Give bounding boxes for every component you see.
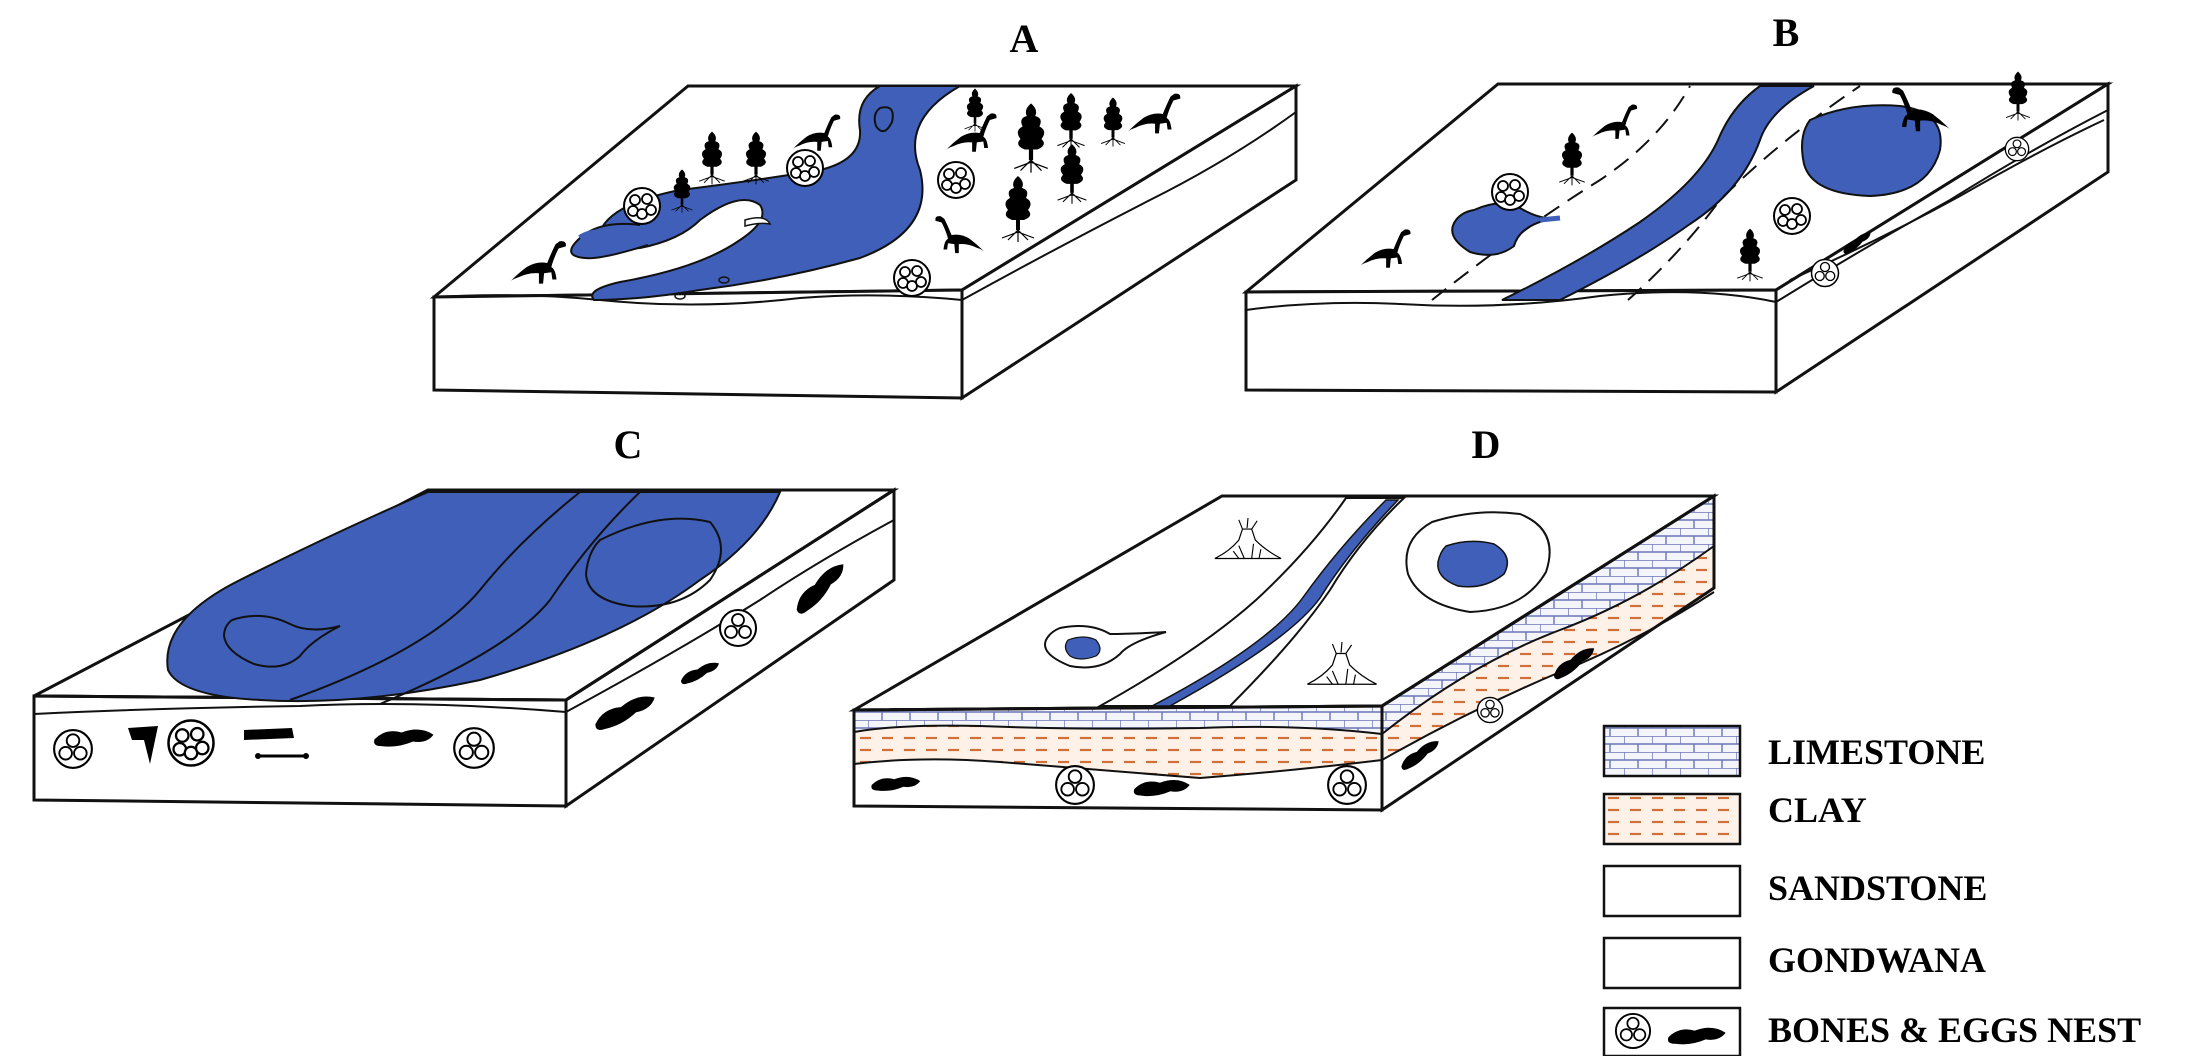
egg-nest-icon [937,161,975,199]
legend-item-sandstone: SANDSTONE [1602,864,1987,918]
egg-nest-icon [1773,197,1811,235]
egg-nest-icon [53,729,93,769]
panel-b-river [1431,85,1942,301]
bone-icon [128,726,158,764]
legend-item-limestone: LIMESTONE [1602,724,1985,778]
panel-b-block [1241,81,2114,395]
egg-nest-icon [893,259,931,297]
egg-nest-icon [453,727,495,769]
legend-label: GONDWANA [1768,940,1986,980]
panel-d-label: D [1472,422,1501,467]
panel-a-river [570,85,964,302]
egg-nest-icon [1327,765,1367,805]
legend-item-clay: CLAY [1602,790,1867,846]
egg-nest-icon [1476,696,1504,724]
panel-c: C [32,422,900,809]
legend-label: LIMESTONE [1768,732,1985,772]
gondwana-swatch [1602,936,1742,990]
panel-b-label: B [1773,10,1800,55]
sandstone-swatch [1602,864,1742,918]
panel-b: B [1241,10,2114,395]
legend: LIMESTONE CLAY SANDSTONE GONDWANA BONES … [1602,724,2141,1056]
egg-nest-icon [1614,1012,1652,1050]
bone-icon [244,728,294,740]
egg-nest-icon [623,187,661,225]
panel-a: A [429,16,1302,401]
legend-item-bones-eggs: BONES & EGGS NEST [1602,1006,2141,1056]
legend-label: SANDSTONE [1768,868,1987,908]
panel-d-channel [1044,497,1551,707]
egg-nest-icon [1810,258,1840,288]
bone-icon [871,776,921,791]
legend-item-gondwana: GONDWANA [1602,936,1986,990]
legend-label: BONES & EGGS NEST [1768,1010,2141,1050]
clay-swatch [1602,792,1742,846]
panel-c-lake [166,491,782,705]
egg-nest-icon [719,609,757,647]
panel-d: D [848,422,1720,813]
panel-a-label: A [1010,16,1039,61]
egg-nest-icon [1055,765,1095,805]
egg-nest-icon [786,149,824,187]
limestone-swatch [1602,724,1742,778]
egg-nest-icon [167,719,215,767]
panel-c-label: C [614,422,643,467]
bone-icon [1133,779,1190,797]
egg-nest-icon [1491,173,1529,211]
legend-label: CLAY [1768,790,1867,830]
egg-nest-icon [2004,136,2030,162]
